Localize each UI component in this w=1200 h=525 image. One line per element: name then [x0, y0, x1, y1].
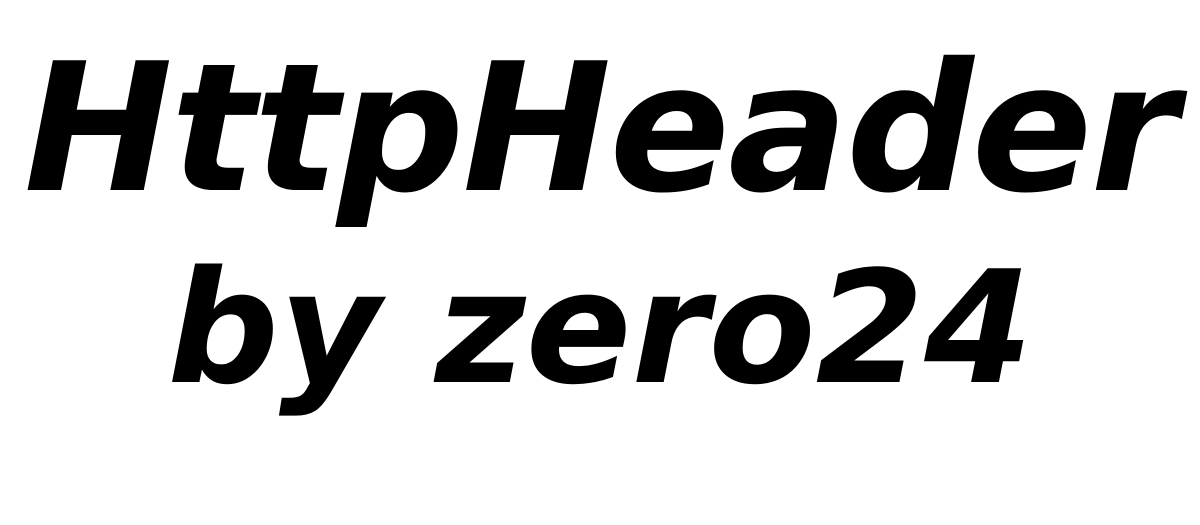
logo-subtitle: by zero24: [167, 237, 1033, 419]
logo-title: HttpHeader: [23, 25, 1178, 232]
